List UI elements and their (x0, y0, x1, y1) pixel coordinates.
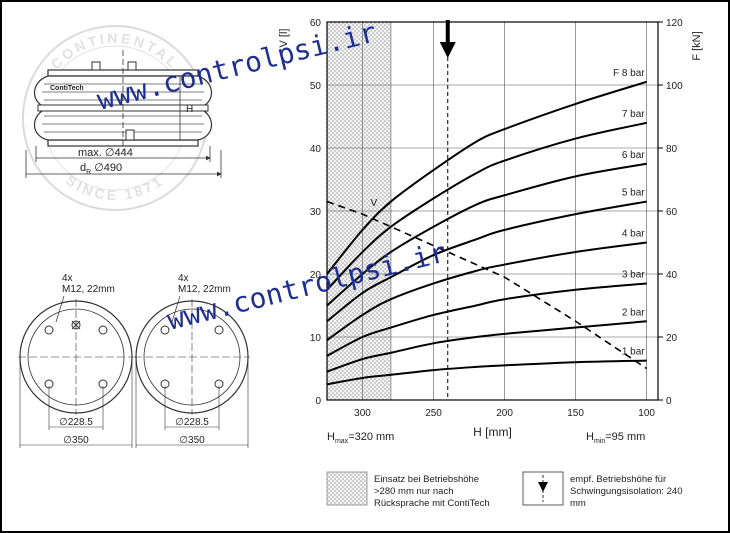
series-line-6-bar (326, 162, 647, 307)
bolt-hole (214, 325, 224, 335)
series-label: 7 bar (622, 109, 645, 120)
stamp-top-text: CONTINENTAL (48, 30, 180, 72)
legend-hatch-text-2: >280 mm nur nach (374, 486, 453, 497)
bolt-count: 4x (62, 273, 73, 284)
y-right-tick-label: 60 (666, 207, 678, 218)
air-spring-drawing: CONTINENTAL SINCE 1871 ContiTech H (22, 25, 222, 211)
series-line-3-bar (326, 282, 647, 357)
svg-text:CONTINENTAL: CONTINENTAL (48, 30, 183, 72)
volume-label: V (371, 198, 378, 209)
series-label: 2 bar (622, 307, 645, 318)
series-line-5-bar (326, 200, 647, 323)
y-left-tick-label: 40 (310, 144, 322, 155)
y-left-label: V [l] (278, 29, 290, 48)
bolt-circle-dim: ∅228.5 (59, 417, 93, 428)
stamp-bottom-text: SINCE 1871 (63, 172, 164, 203)
chart-axes: 0 0 10 20 20 40 30 60 40 80 50 100 60 120 300 250 200 150… (310, 18, 683, 419)
y-right-tick-label: 80 (666, 144, 678, 155)
y-right-tick-label: 120 (666, 18, 683, 29)
legend-arrow-text-3: mm (570, 498, 586, 509)
y-right-tick-label: 40 (666, 270, 678, 281)
series-line-1-bar (326, 359, 647, 386)
legend-hatch-swatch (326, 471, 368, 506)
bolt-spec: M12, 22mm (62, 284, 115, 295)
dim-max: max. ∅444 (78, 147, 133, 159)
y-left-tick-label: 60 (310, 18, 322, 29)
characteristic-chart: 0 0 10 20 20 40 30 60 40 80 50 100 60 120 300 250 200 150… (278, 18, 703, 445)
arrow-down-icon (538, 482, 548, 492)
chart-series: F 8 bar 7 bar 6 bar 5 bar 4 bar 3 bar 2 bar 1 b… (326, 68, 648, 386)
plot-area (326, 21, 659, 401)
legend-arrow-text-1: empf. Betriebshöhe für (570, 474, 666, 485)
bolt-count: 4x (178, 273, 189, 284)
y-right-tick-label: 0 (666, 396, 672, 407)
bolt-hole (160, 325, 170, 335)
svg-text:SINCE 1871: SINCE 1871 (63, 172, 167, 203)
series-line-7-bar (326, 121, 647, 291)
h-min-label: Hmin=95 mm (586, 431, 645, 445)
volume-line (326, 200, 648, 370)
x-tick-label: 300 (354, 408, 371, 419)
x-tick-label: 150 (567, 408, 584, 419)
x-tick-label: 100 (638, 408, 655, 419)
outer-dia-dim: ∅350 (179, 435, 205, 446)
bolt-hole (44, 325, 54, 335)
series-label: 4 bar (622, 229, 645, 240)
series-label: 6 bar (622, 150, 645, 161)
y-right-tick-label: 20 (666, 333, 678, 344)
h-max-label: Hmax=320 mm (327, 431, 394, 445)
y-left-tick-label: 20 (310, 270, 322, 281)
series-line-2-bar (326, 320, 647, 373)
x-tick-label: 250 (425, 408, 442, 419)
y-left-tick-label: 0 (315, 396, 321, 407)
y-left-tick-label: 10 (310, 333, 322, 344)
height-label: H (186, 104, 193, 115)
x-axis-label: H [mm] (473, 425, 512, 439)
arrow-down-icon (439, 42, 456, 58)
bolt-hole (98, 325, 108, 335)
y-right-label: F [kN] (691, 31, 703, 60)
y-left-tick-label: 50 (310, 81, 322, 92)
legend-arrow-text-2: Schwingungsisolation: 240 (570, 486, 683, 497)
y-left-tick-label: 30 (310, 207, 322, 218)
bolt-spec: M12, 22mm (178, 284, 231, 295)
series-label: 3 bar (622, 269, 645, 280)
legend-hatch-text-1: Einsatz bei Betriebshöhe (374, 474, 479, 485)
bolt-circle-dim: ∅228.5 (175, 417, 209, 428)
legend: Einsatz bei Betriebshöhe >280 mm nur nac… (326, 471, 683, 509)
series-label: 1 bar (622, 347, 645, 358)
x-tick-label: 200 (496, 408, 513, 419)
dim-dr: dR∅490 (80, 162, 122, 176)
legend-hatch-text-3: Rücksprache mit ContiTech (374, 498, 490, 509)
brand-label: ContiTech (50, 85, 84, 92)
series-label: F 8 bar (613, 68, 645, 79)
outer-dia-dim: ∅350 (63, 435, 89, 446)
watermark-group: www.controlpsi.ir www.controlpsi.ir (94, 15, 450, 336)
series-line-f-8-bar (326, 80, 647, 275)
series-line-4-bar (326, 241, 647, 341)
series-label: 5 bar (622, 188, 645, 199)
y-right-tick-label: 100 (666, 81, 683, 92)
